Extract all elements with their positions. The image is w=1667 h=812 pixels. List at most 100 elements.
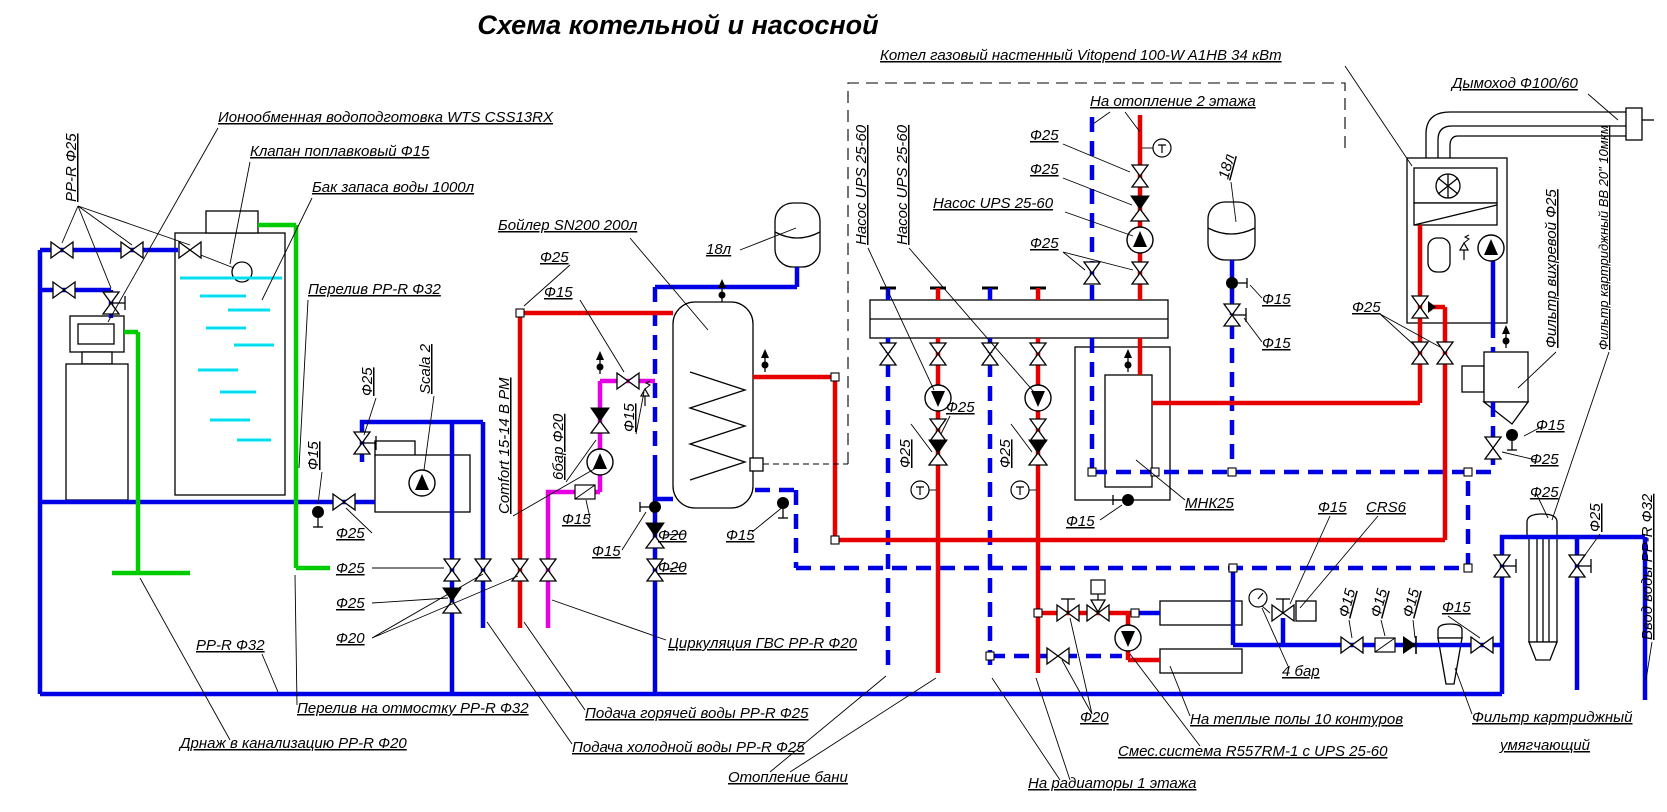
vortex-filter-body [1483,351,1529,403]
node [830,535,840,545]
label-ups-1: Насос UPS 25-60 [853,124,870,245]
strainer-icon [1374,637,1396,653]
overflow-green-2 [258,222,330,571]
air-vent-icon [717,278,727,303]
equipment-outlines [65,107,1654,685]
label-f15: Ф15 [1399,586,1423,619]
label-f25: Ф25 [1030,161,1059,178]
drain-ball-valve-icon [1505,428,1519,451]
label-filter-vortex: Фильтр вихревой Ф25 [1543,189,1560,348]
label-f15: Ф15 [1262,335,1291,352]
label-f15: Ф15 [544,284,573,301]
label-f25: Ф25 [1030,235,1059,252]
node [1228,563,1238,573]
vortex-filter-inlet [1461,365,1485,393]
valve-icon [1223,303,1247,327]
kotel-he-diagonal [1413,204,1498,226]
label-scala2: Scala 2 [417,343,434,394]
label-f15: Ф15 [1318,499,1347,516]
text-labels: Схема котельной и насосной PP-R Ф25 Ионо… [63,10,1656,792]
label-f20: Ф20 [658,527,687,544]
valve-icon [52,281,76,299]
valve-icon [1131,261,1149,285]
valve-icon [1029,342,1047,366]
label-bar6: 6бар Ф20 [550,413,567,480]
mixing-pump-icon [1114,624,1142,652]
heating-return-pipes [755,115,1496,673]
label-f25: Ф25 [1587,503,1604,532]
thermometer-icon [1152,138,1172,158]
label-f15: Ф15 [1536,417,1565,434]
label-crs6: CRS6 [1366,499,1407,516]
label-f25: Ф25 [336,560,365,577]
overflow-drain-pipes [112,222,330,576]
label-f15: Ф15 [592,543,621,560]
label-f15: Ф15 [1262,291,1291,308]
label-comfort: Comfort 15-14 В РМ [496,377,513,514]
label-f25: Ф25 [1352,299,1381,316]
label-tank1000: Бак запаса воды 1000л [312,179,475,196]
air-vent-icon [1123,348,1133,373]
valve-icon [1484,436,1502,460]
valve-icon [616,372,640,390]
valve-icon [1411,341,1429,365]
valve-icon [1568,554,1592,578]
three-way-branch [1428,301,1436,313]
pressure-gauge-icon [1248,588,1268,608]
node [985,651,995,661]
kotel-pump-icon [1477,234,1505,262]
label-filter-cart: Фильтр картриджный ВВ 20" 10мкм [1596,125,1611,350]
valve-icon [353,431,377,455]
drain-ball-valve-icon [311,505,325,528]
air-vent-icon [595,350,605,375]
reducer-head [1295,600,1317,622]
check-valve-icon [1028,439,1048,466]
valve-icon [929,342,947,366]
label-heating-2nd: На отопление 2 этажа [1090,93,1256,110]
node [1087,467,1097,477]
node [1033,608,1043,618]
chimney-end-cap [1625,107,1643,141]
label-overflow: Перелив PP-R Ф32 [308,281,441,298]
label-f25: Ф25 [359,367,376,396]
label-boiler-sn200: Бойлер SN200 200л [498,217,638,234]
valve-icon [929,418,947,442]
check-valve-icon [1130,195,1150,222]
vortex-filter-funnel [1482,401,1530,425]
valve-icon [1056,598,1080,622]
valve-icon [50,241,74,259]
valve-icon [443,558,461,582]
drain-green-1 [112,329,190,576]
return-long [796,472,1471,571]
water-treatment-column [65,363,129,501]
cartridge-filter-head [1526,513,1558,538]
label-ppr25: PP-R Ф25 [63,133,80,202]
water-treatment-display [77,323,115,345]
label-f25: Ф25 [946,399,975,416]
drain-ball-valve-icon [776,496,790,519]
label-softener-1: Фильтр картриджный [1472,709,1633,726]
check-valve-icon [590,407,610,434]
softener-body [1437,637,1463,685]
valves-and-devices [50,138,1592,665]
label-ups-2: Насос UPS 25-60 [894,124,911,245]
node [1130,608,1140,618]
water-level-dashes [198,294,274,442]
label-bar4: 4 бар [1282,663,1320,680]
label-f25: Ф25 [1030,127,1059,144]
label-bath-heating: Отопление бани [728,769,849,786]
scala-pump-icon [408,469,436,497]
mhk25-separator [1104,374,1153,488]
node [1150,467,1160,477]
tank-water-level [180,276,282,442]
label-tank18-b: 18л [1215,152,1238,181]
valve-icon [1340,636,1364,654]
kotel-boundary-dashed [847,82,1346,464]
manifold-stubs-r [935,288,1041,300]
air-vent-icon [760,348,770,373]
ups-pump-icon [1126,226,1154,254]
node [1227,467,1237,477]
label-ion-exchange: Ионообменная водоподготовка WTS CSS13RX [218,109,554,126]
label-supply-hot: Подача горячей воды PP-R Ф25 [585,705,809,722]
